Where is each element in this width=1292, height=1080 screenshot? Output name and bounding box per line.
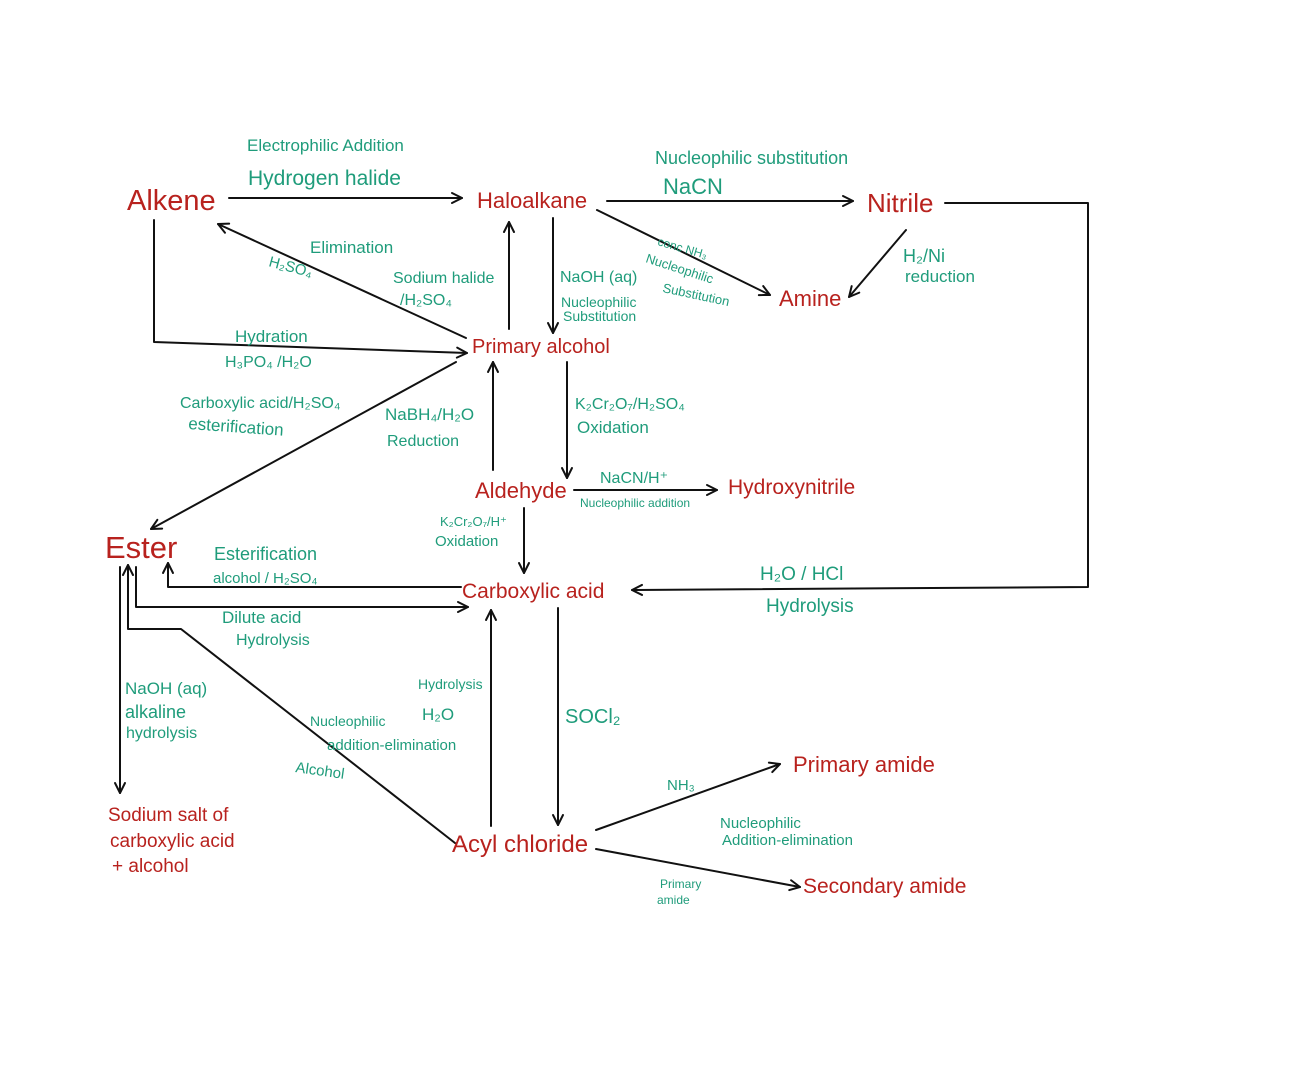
label-alcohol-to-ester-reagent: Carboxylic acid/H₂SO₄: [180, 395, 340, 412]
arrow-alkene-to-alcohol: [153, 219, 468, 359]
label-ester-to-sodium-salt-type-2: hydrolysis: [126, 725, 197, 742]
compound-alkene: Alkene: [127, 185, 216, 217]
label-ester-to-sodium-salt-reagent: NaOH (aq): [125, 679, 207, 698]
label-alkene-to-alcohol-reagent: H₃PO₄ /H₂O: [225, 354, 312, 371]
label-acyl-chloride-to-secondary-amide-reagent-2: amide: [657, 893, 690, 907]
label-alkene-to-haloalkane-reagent: Hydrogen halide: [248, 167, 401, 190]
arrow-acyl-chloride-to-primary-amide: [595, 761, 781, 831]
label-acyl-chloride-to-carboxylic-acid-type: Hydrolysis: [418, 676, 483, 692]
arrows: [114, 192, 1089, 892]
compound-amine: Amine: [779, 286, 841, 311]
label-carboxylic-acid-to-ester-reagent: alcohol / H₂SO₄: [213, 570, 318, 587]
arrow-alcohol-to-alkene: [217, 222, 467, 339]
label-nitrile-to-amine-reagent: H₂/Ni: [903, 246, 945, 266]
arrow-carboxylic-acid-to-ester: [162, 562, 462, 588]
label-aldehyde-to-alcohol-type: Reduction: [387, 433, 459, 450]
compound-primary-amide: Primary amide: [793, 752, 935, 777]
compounds: Alkene Haloalkane Nitrile Amine Primary …: [105, 185, 966, 898]
label-alkene-to-alcohol-type: Hydration: [235, 327, 308, 346]
arrow-ester-to-carboxylic-acid: [135, 566, 469, 613]
label-aldehyde-to-alcohol-reagent: NaBH₄/H₂O: [385, 405, 474, 424]
label-carboxylic-acid-to-acyl-chloride-reagent: SOCl₂: [565, 706, 621, 728]
label-alcohol-to-aldehyde-type: Oxidation: [577, 418, 649, 437]
label-alcohol-to-alkene-type: Elimination: [310, 238, 393, 257]
label-acyl-chloride-to-ester-reagent: Alcohol: [294, 759, 345, 783]
label-alkene-to-haloalkane-mechanism: Electrophilic Addition: [247, 136, 404, 155]
compound-nitrile: Nitrile: [867, 188, 933, 218]
arrow-nitrile-to-carboxylic-acid: [631, 202, 1089, 596]
compound-ester: Ester: [105, 530, 177, 565]
label-acyl-chloride-to-amides-mechanism-1: Nucleophilic: [720, 815, 801, 832]
arrow-acyl-chloride-to-secondary-amide: [595, 848, 801, 892]
arrow-nitrile-to-amine: [848, 229, 907, 298]
label-aldehyde-to-hydroxynitrile-mechanism: Nucleophilic addition: [580, 496, 690, 510]
arrow-acyl-chloride-to-ester: [122, 564, 456, 844]
compound-carboxylic-acid: Carboxylic acid: [462, 580, 604, 603]
compound-primary-alcohol: Primary alcohol: [472, 336, 610, 358]
compound-hydroxynitrile: Hydroxynitrile: [728, 476, 855, 499]
label-haloalkane-to-alcohol-mechanism-2: Substitution: [563, 308, 636, 324]
compound-secondary-amide: Secondary amide: [803, 875, 966, 898]
label-ester-to-carboxylic-acid-reagent: Dilute acid: [222, 608, 301, 627]
label-acyl-chloride-to-secondary-amide-reagent-1: Primary: [660, 877, 701, 891]
label-haloalkane-to-nitrile-reagent: NaCN: [663, 174, 723, 199]
compound-aldehyde: Aldehyde: [475, 478, 567, 503]
label-nitrile-to-carboxylic-acid-type: Hydrolysis: [766, 596, 854, 617]
label-acyl-chloride-mechanism-1: Nucleophilic: [310, 713, 385, 729]
label-alcohol-to-haloalkane-reagent: Sodium halide: [393, 270, 495, 287]
compound-haloalkane: Haloalkane: [477, 188, 587, 213]
label-nitrile-to-carboxylic-acid-reagent: H₂O / HCl: [760, 564, 843, 585]
arrow-haloalkane-to-amine: [596, 209, 771, 297]
label-acyl-chloride-mechanism-2: addition-elimination: [327, 737, 456, 754]
compound-acyl-chloride: Acyl chloride: [452, 831, 588, 858]
label-alcohol-to-aldehyde-reagent: K₂Cr₂O₇/H₂SO₄: [575, 396, 685, 413]
label-ester-to-sodium-salt-type-1: alkaline: [125, 702, 186, 722]
label-alcohol-to-haloalkane-acid: /H₂SO₄: [400, 292, 452, 309]
label-acyl-chloride-to-amides-mechanism-2: Addition-elimination: [722, 832, 853, 849]
label-acyl-chloride-to-carboxylic-acid-reagent: H₂O: [422, 705, 454, 724]
compound-sodium-salt-line-1: Sodium salt of: [108, 805, 229, 826]
label-aldehyde-to-carboxylic-acid-reagent: K₂Cr₂O₇/H⁺: [440, 514, 507, 529]
label-aldehyde-to-carboxylic-acid-type: Oxidation: [435, 533, 498, 550]
compound-sodium-salt-line-3: + alcohol: [112, 856, 189, 877]
label-haloalkane-to-alcohol-mechanism-1: Nucleophilic: [561, 294, 636, 310]
arrow-alcohol-to-ester: [150, 361, 457, 530]
label-haloalkane-to-alcohol-reagent: NaOH (aq): [560, 269, 637, 286]
label-aldehyde-to-hydroxynitrile-reagent: NaCN/H⁺: [600, 470, 668, 487]
label-carboxylic-acid-to-ester-type: Esterification: [214, 544, 317, 564]
compound-sodium-salt-line-2: carboxylic acid: [110, 831, 235, 852]
label-haloalkane-to-nitrile-mechanism: Nucleophilic substitution: [655, 148, 848, 168]
label-nitrile-to-amine-type: reduction: [905, 267, 975, 286]
label-ester-to-carboxylic-acid-type: Hydrolysis: [236, 632, 310, 649]
label-acyl-chloride-to-primary-amide-reagent: NH₃: [667, 777, 695, 794]
